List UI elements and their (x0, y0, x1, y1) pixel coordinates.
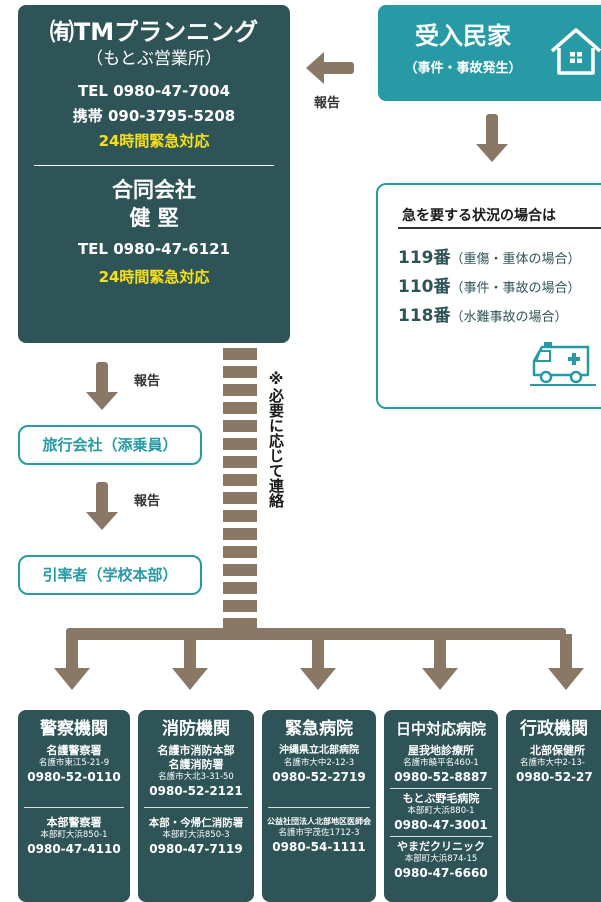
arrow-down-icon (422, 634, 458, 690)
urgent-line-110: 110番（事件・事故の場合） (398, 272, 581, 297)
entry-tel: 0980-52-8887 (394, 770, 488, 784)
entry-tel: 0980-47-3001 (394, 818, 488, 832)
company2-tel: TEL 0980-47-6121 (77, 240, 231, 258)
urgent-line-118: 118番（水難事故の場合） (398, 301, 568, 326)
column-title: 日中対応病院 (395, 720, 486, 738)
host-box: 受入民家 （事件・事故発生） (378, 5, 601, 101)
entry-tel: 0980-54-1111 (272, 840, 366, 854)
entry-address: 名護市大中2-13- (520, 758, 585, 768)
entry-name: 名護市消防本部 (157, 744, 235, 757)
arrow-left-icon (306, 52, 354, 84)
entry-tel: 0980-47-4110 (27, 842, 121, 856)
entry-name: 公益社団法人北部地区医師会 (267, 817, 371, 826)
divider (390, 788, 492, 789)
urgent-num-118: 118番 (398, 306, 451, 326)
entry-name-2: 名護消防署 (168, 758, 224, 771)
column-emergency-hospital: 緊急病院 沖縄県立北部病院 名護市大中2-12-3 0980-52-2719 公… (262, 710, 376, 902)
entry-address: 本部町大浜874-15 (404, 854, 478, 864)
divider (268, 807, 370, 808)
company1-tel: TEL 0980-47-7004 (77, 82, 231, 100)
urgent-box: 急を要する状況の場合は 119番（重傷・重体の場合） 110番（事件・事故の場合… (376, 183, 601, 409)
company-divider (34, 165, 274, 166)
entry-name: 沖縄県立北部病院 (279, 745, 359, 756)
divider (390, 836, 492, 837)
company1-emergency: 24時間緊急対応 (98, 132, 210, 150)
arrow-down-icon (54, 634, 90, 690)
divider (144, 807, 248, 808)
entry-address: 名護市大中2-12-3 (283, 758, 355, 768)
column-fire: 消防機関 名護市消防本部 名護消防署 名護市大北3-31-50 0980-52-… (138, 710, 254, 902)
arrow-down-icon (86, 362, 118, 410)
entry-tel: 0980-47-7119 (149, 842, 243, 856)
urgent-line-119: 119番（重傷・重体の場合） (398, 243, 581, 268)
entry-address: 本部町大浜850-3 (162, 830, 230, 840)
urgent-num-110: 110番 (398, 277, 451, 297)
arrow-down-icon (300, 634, 336, 690)
company1-name: ㈲TMプランニング (49, 18, 259, 46)
urgent-desc-110: （事件・事故の場合） (450, 281, 581, 296)
column-title: 警察機関 (40, 719, 108, 739)
report-label-top: 報告 (314, 96, 341, 111)
company1-mobile: 携帯 090-3795-5208 (72, 107, 236, 125)
entry-tel: 0980-52-0110 (27, 770, 121, 784)
entry-tel: 0980-47-6660 (394, 866, 488, 880)
travel-agency-box: 旅行会社（添乗員） (18, 425, 202, 465)
report-label-agency: 報告 (134, 374, 161, 389)
report-label-leader: 報告 (134, 494, 161, 509)
entry-name: 北部保健所 (530, 744, 585, 757)
entry-name: 屋我地診療所 (408, 744, 474, 757)
company2-emergency: 24時間緊急対応 (98, 268, 210, 286)
entry-address: 名護市東江5-21-9 (38, 758, 110, 768)
entry-name: もとぶ野毛病院 (402, 792, 480, 805)
urgent-num-119: 119番 (398, 248, 451, 268)
leader-box: 引率者（学校本部） (18, 555, 202, 595)
divider (24, 807, 124, 808)
company2-name-line1: 合同会社 (112, 178, 196, 202)
host-title: 受入民家 (415, 22, 511, 50)
column-daytime-hospital: 日中対応病院 屋我地診療所 名護市饒平名460-1 0980-52-8887 も… (384, 710, 498, 902)
entry-name: やまだクリニック (397, 840, 485, 853)
entry-address: 本部町大浜880-1 (407, 806, 475, 816)
urgent-desc-118: （水難事故の場合） (450, 310, 568, 325)
arrow-down-icon (476, 114, 508, 162)
entry-name: 名護警察署 (46, 744, 102, 757)
column-administrative: 行政機関 北部保健所 名護市大中2-13- 0980-52-27 (506, 710, 601, 902)
arrow-down-icon (86, 482, 118, 530)
urgent-underline (398, 227, 601, 229)
entry-address: 名護市饒平名460-1 (403, 758, 479, 768)
company1-branch: （もとぶ営業所） (86, 49, 222, 69)
entry-address: 名護市宇茂佐1712-3 (278, 828, 360, 838)
urgent-title: 急を要する状況の場合は (402, 208, 556, 224)
company-box: ㈲TMプランニング （もとぶ営業所） TEL 0980-47-7004 携帯 0… (18, 5, 290, 343)
arrow-down-icon (548, 634, 584, 690)
column-title: 行政機関 (520, 719, 588, 739)
urgent-desc-119: （重傷・重体の場合） (450, 252, 581, 267)
column-title: 消防機関 (162, 719, 230, 739)
house-icon (550, 28, 601, 75)
entry-name: 本部・今帰仁消防署 (148, 817, 244, 829)
ambulance-icon (530, 342, 596, 386)
column-police: 警察機関 名護警察署 名護市東江5-21-9 0980-52-0110 本部警察… (18, 710, 130, 902)
column-title: 緊急病院 (285, 719, 353, 739)
entry-address: 名護市大北3-31-50 (158, 772, 234, 782)
arrow-down-icon (172, 634, 208, 690)
contact-note: ※必要に応じて連絡 (267, 370, 285, 508)
entry-address: 本部町大浜850-1 (40, 830, 108, 840)
entry-name: 本部警察署 (46, 816, 102, 829)
entry-tel: 0980-52-2719 (272, 770, 366, 784)
host-subtitle: （事件・事故発生） (404, 61, 522, 76)
company2-name-line2: 健 堅 (129, 206, 179, 230)
entry-tel: 0980-52-27 (516, 770, 593, 784)
entry-tel: 0980-52-2121 (149, 784, 243, 798)
